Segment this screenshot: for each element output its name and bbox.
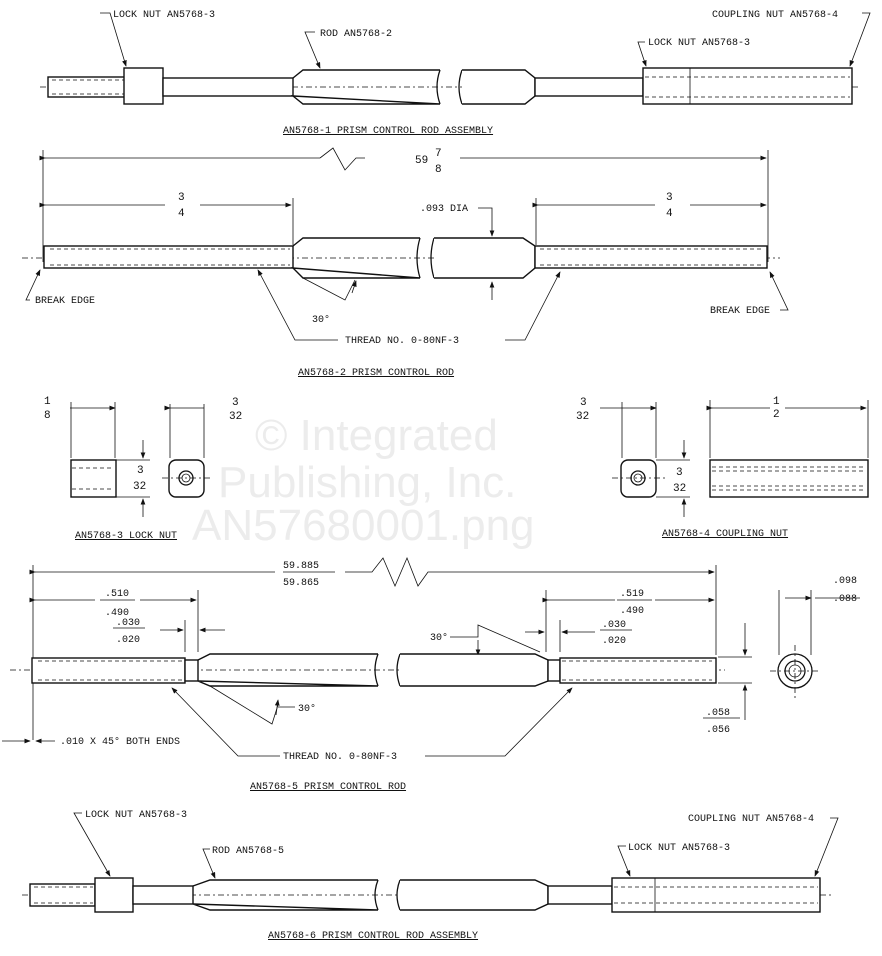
label-chamfer: .010 X 45° BOTH ENDS <box>60 736 180 748</box>
title-an5768-3: AN5768-3 LOCK NUT <box>75 531 177 542</box>
dim-cn-width-den: 32 <box>576 411 589 423</box>
dim-overall-max: 59.885 <box>283 561 319 572</box>
dim-height-num: 3 <box>137 465 144 477</box>
dim-dia: .093 DIA <box>420 204 468 215</box>
label-break-edge-right: BREAK EDGE <box>710 306 770 317</box>
dim-overall-num: 7 <box>435 148 442 160</box>
label-rod: ROD AN5768-2 <box>320 29 392 40</box>
label-lock-nut-left-6: LOCK NUT AN5768-3 <box>85 810 187 821</box>
label-rod-6: ROD AN5768-5 <box>212 846 284 857</box>
dim-width-den: 32 <box>229 411 242 423</box>
dim-cn-length-den: 2 <box>773 409 780 421</box>
dim-height-den: 32 <box>133 481 146 493</box>
title-an5768-4: AN5768-4 COUPLING NUT <box>662 529 788 540</box>
dim-dia-max: .098 <box>833 576 857 587</box>
title-an5768-6: AN5768-6 PRISM CONTROL ROD ASSEMBLY <box>268 931 478 942</box>
dim-width-num: 3 <box>232 397 239 409</box>
watermark: © Integrated Publishing, Inc. AN57680001… <box>192 411 535 550</box>
dim-length-den: 8 <box>44 410 51 422</box>
label-lock-nut-right: LOCK NUT AN5768-3 <box>648 38 750 49</box>
dim-overall-whole: 59 <box>415 155 428 167</box>
dim-length-num: 1 <box>44 396 51 408</box>
dim-left-neck-min: .020 <box>116 635 140 646</box>
label-angle-bottom: 30° <box>298 703 316 715</box>
title-an5768-5: AN5768-5 PRISM CONTROL ROD <box>250 782 406 793</box>
label-angle-top: 30° <box>430 632 448 644</box>
dim-left-thread-max: .510 <box>105 589 129 600</box>
dim-thread-dia-min: .056 <box>706 725 730 736</box>
label-lock-nut-left: LOCK NUT AN5768-3 <box>113 10 215 21</box>
dim-left-thread-min: .490 <box>105 608 129 619</box>
dim-left-num: 3 <box>178 192 185 204</box>
dim-right-thread-min: .490 <box>620 606 644 617</box>
label-break-edge-left: BREAK EDGE <box>35 296 95 307</box>
dim-left-neck-max: .030 <box>116 618 140 629</box>
lock-nut-left-6 <box>94 877 134 913</box>
rod-an5768-2: 59 7 8 3 4 3 4 .093 DIA BREAK EDGE BREAK… <box>22 147 789 379</box>
label-thread: THREAD NO. 0-80NF-3 <box>345 336 459 347</box>
watermark-line-3: AN57680001.png <box>192 501 535 550</box>
rod-an5768-5: 59.885 59.865 .510 .490 .030 .020 .519 .… <box>2 556 860 793</box>
label-lock-nut-right-6: LOCK NUT AN5768-3 <box>628 843 730 854</box>
dim-dia-min: .088 <box>833 594 857 605</box>
watermark-line-1: © Integrated <box>255 411 498 460</box>
rod-end-view: .098 .088 <box>770 576 860 700</box>
dim-cn-height-num: 3 <box>676 467 683 479</box>
dim-right-num: 3 <box>666 192 673 204</box>
assembly-an5768-6: LOCK NUT AN5768-3 ROD AN5768-5 COUPLING … <box>22 810 839 942</box>
dim-right-den: 4 <box>666 208 673 220</box>
dim-right-neck-min: .020 <box>602 636 626 647</box>
coupling-nut-an5768-4: 3 32 3 32 1 2 AN5768-4 COUPLING NUT <box>576 396 869 540</box>
dim-right-thread-max: .519 <box>620 589 644 600</box>
label-thread-5: THREAD NO. 0-80NF-3 <box>283 752 397 763</box>
assembly-an5768-1: LOCK NUT AN5768-3 ROD AN5768-2 COUPLING … <box>40 10 871 137</box>
dim-cn-height-den: 32 <box>673 483 686 495</box>
watermark-line-2: Publishing, Inc. <box>218 458 516 507</box>
label-coupling-nut-6: COUPLING NUT AN5768-4 <box>688 814 814 825</box>
title-an5768-2: AN5768-2 PRISM CONTROL ROD <box>298 368 454 379</box>
dim-overall-den: 8 <box>435 164 442 176</box>
dim-overall-min: 59.865 <box>283 578 319 589</box>
lock-nut-an5768-3: 1 8 3 32 3 32 AN5768-3 LOCK NUT <box>44 396 242 542</box>
label-coupling-nut: COUPLING NUT AN5768-4 <box>712 10 838 21</box>
label-angle: 30° <box>312 314 330 326</box>
coupling-nut <box>642 67 853 105</box>
dim-cn-length-num: 1 <box>773 396 780 408</box>
coupling-nut-6 <box>611 877 821 913</box>
lock-nut-left <box>123 67 164 105</box>
dim-left-den: 4 <box>178 208 185 220</box>
dim-right-neck-max: .030 <box>602 620 626 631</box>
dim-thread-dia-max: .058 <box>706 708 730 719</box>
dim-cn-width-num: 3 <box>580 397 587 409</box>
title-an5768-1: AN5768-1 PRISM CONTROL ROD ASSEMBLY <box>283 126 493 137</box>
